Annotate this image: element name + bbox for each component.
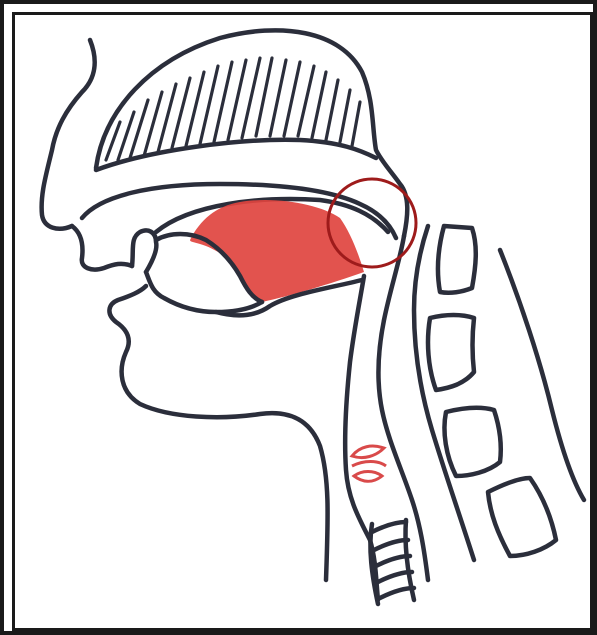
vertebra-c3 xyxy=(444,408,500,476)
nose-profile xyxy=(42,40,95,229)
upper-lip xyxy=(72,226,132,270)
vertebra-c4 xyxy=(488,478,556,556)
vertebra-c2 xyxy=(428,315,474,390)
vocal-folds xyxy=(352,446,386,481)
trachea xyxy=(370,520,414,604)
upper-teeth xyxy=(132,230,156,272)
vertebra-c1 xyxy=(438,226,476,293)
lower-teeth xyxy=(109,286,327,580)
hard-palate-hatching xyxy=(106,58,360,160)
spine-back-line xyxy=(500,250,584,500)
palate-base xyxy=(96,140,376,170)
